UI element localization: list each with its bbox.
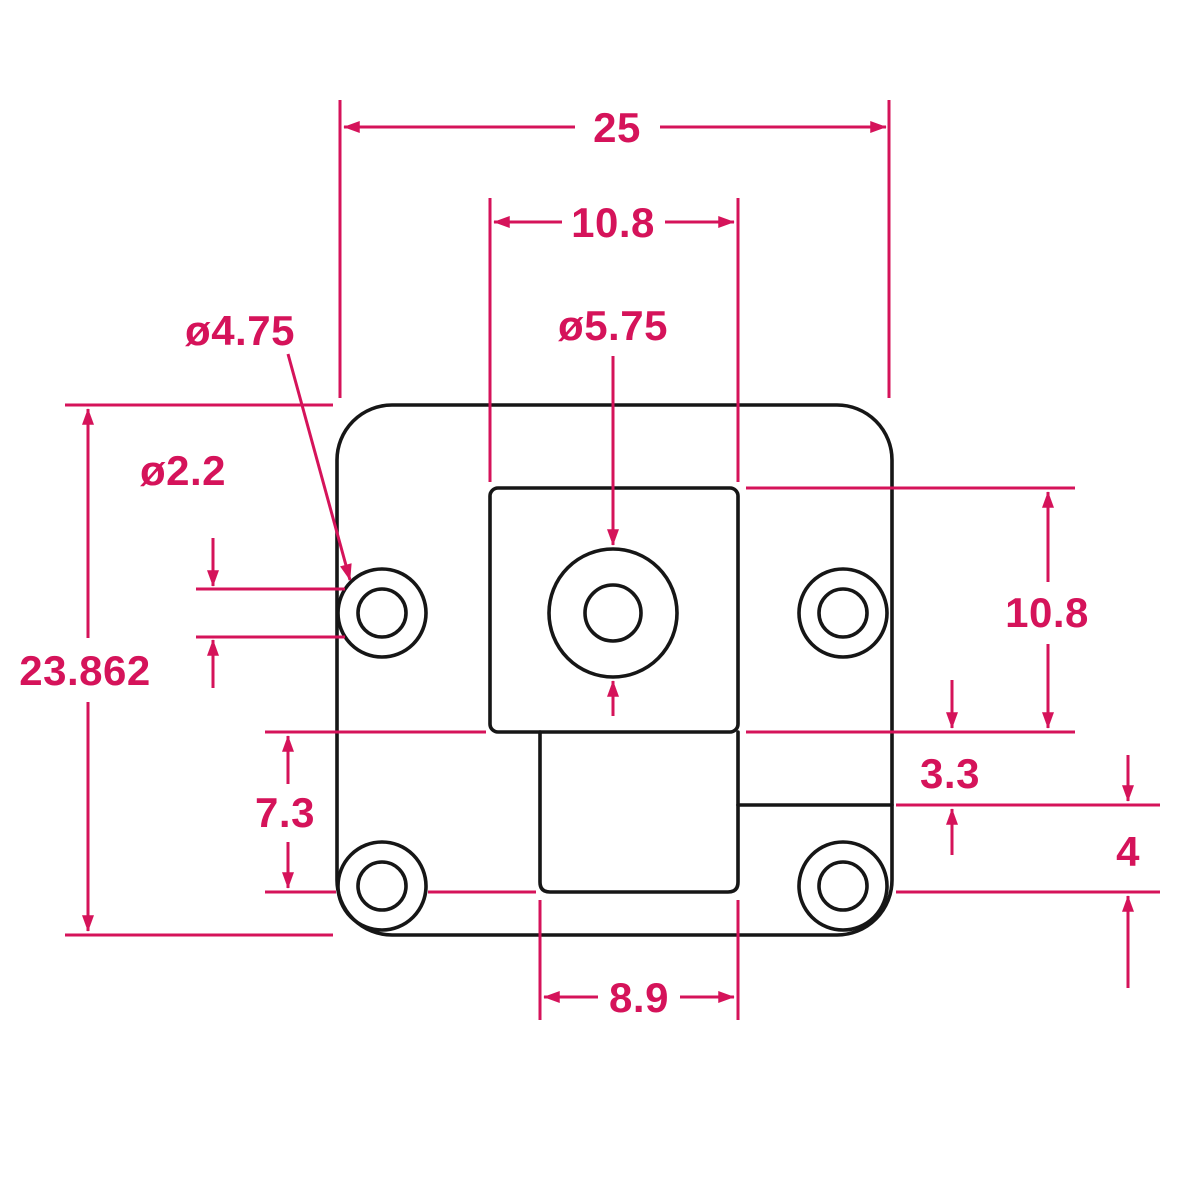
counterbore-circle bbox=[336, 567, 428, 659]
dim-overall-width: 25 bbox=[338, 100, 891, 398]
dim-overall-height: 23.862 bbox=[19, 403, 333, 937]
counterbore-circle bbox=[797, 840, 889, 932]
through-hole-circle bbox=[817, 587, 869, 639]
counterbore-circle bbox=[797, 567, 889, 659]
corner-hole-top-right bbox=[797, 567, 889, 659]
leader-arrow-line bbox=[286, 353, 352, 581]
block-width-label: 10.8 bbox=[571, 199, 655, 246]
tab-depth-label: 7.3 bbox=[255, 789, 315, 836]
center-lens-hole bbox=[547, 547, 679, 679]
dim-center-hole-diameter: ø5.75 bbox=[558, 302, 668, 716]
dim-tab-width: 8.9 bbox=[538, 900, 740, 1021]
center-hole-diameter-label: ø5.75 bbox=[558, 302, 668, 349]
through-hole-circle bbox=[817, 860, 869, 912]
dim-block-width: 10.8 bbox=[488, 198, 740, 482]
through-hole-circle bbox=[356, 860, 408, 912]
dim-step-height: 3.3 bbox=[896, 680, 1160, 855]
dim-counterbore-diameter: ø4.75 bbox=[185, 307, 352, 581]
dim-tab-depth: 7.3 bbox=[255, 730, 536, 894]
step-height-label: 3.3 bbox=[920, 750, 980, 797]
corner-hole-bottom-left bbox=[336, 840, 428, 932]
dim-block-height: 10.8 bbox=[746, 486, 1089, 734]
counterbore-diameter-label: ø4.75 bbox=[185, 307, 295, 354]
tab-clearance-label: 4 bbox=[1116, 828, 1140, 875]
overall-width-label: 25 bbox=[593, 104, 641, 151]
counterbore-circle bbox=[336, 840, 428, 932]
lens-hole-circle bbox=[583, 583, 643, 643]
corner-hole-top-left bbox=[336, 567, 428, 659]
connector-tab-outline bbox=[538, 730, 740, 894]
block-height-label: 10.8 bbox=[1005, 589, 1089, 636]
tab-width-label: 8.9 bbox=[609, 974, 669, 1021]
lens-boss-circle bbox=[547, 547, 679, 679]
through-hole-circle bbox=[356, 587, 408, 639]
dim-through-hole-diameter: ø2.2 bbox=[140, 447, 345, 688]
dim-tab-clearance: 4 bbox=[896, 755, 1160, 988]
overall-height-label: 23.862 bbox=[19, 647, 150, 694]
corner-hole-bottom-right bbox=[797, 840, 889, 932]
through-hole-diameter-label: ø2.2 bbox=[140, 447, 226, 494]
